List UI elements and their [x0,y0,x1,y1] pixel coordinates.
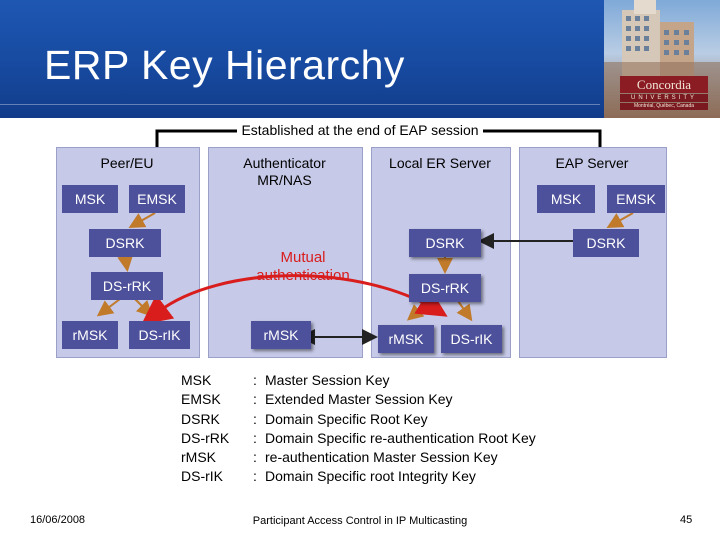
legend-row: EMSK : Extended Master Session Key [181,390,536,409]
legend-definition: re-authentication Master Session Key [265,449,498,466]
established-label: Established at the end of EAP session [0,122,720,138]
legend-row: MSK : Master Session Key [181,371,536,390]
legend-definition: Domain Specific Root Key [265,410,428,427]
peer-dsrk-key: DSRK [89,229,161,257]
logo-subtitle: UNIVERSITY [620,94,708,102]
legend-separator: : [253,449,257,466]
page-number: 45 [680,514,693,526]
legend-definition: Domain Specific root Integrity Key [265,468,476,485]
legend-separator: : [253,468,257,485]
university-logo: Concordia UNIVERSITY Montréal, Québec, C… [604,0,720,118]
local-dsrik-key: DS-rIK [441,325,502,353]
footer-date: 16/06/2008 [30,514,86,526]
local-dsrk-key: DSRK [409,229,481,257]
legend-row: DSRK : Domain Specific Root Key [181,410,536,429]
local-dsrrk-key: DS-rRK [409,274,481,302]
eap-msk-key: MSK [537,185,595,213]
header-divider [0,104,600,105]
legend-abbr: rMSK [181,449,216,466]
peer-dsrrk-key: DS-rRK [91,272,163,300]
legend-definition: Domain Specific re-authentication Root K… [265,429,536,446]
legend-definition: Extended Master Session Key [265,391,453,408]
legend-separator: : [253,410,257,427]
abbreviation-legend: MSK : Master Session Key EMSK : Extended… [181,371,536,487]
footer-title: Participant Access Control in IP Multica… [252,515,468,527]
logo-city: Montréal, Québec, Canada [620,103,708,110]
legend-separator: : [253,372,257,388]
legend-row: DS-rRK : Domain Specific re-authenticati… [181,429,536,448]
legend-separator: : [253,391,257,408]
peer-dsrik-key: DS-rIK [129,321,190,349]
eap-server-title: EAP Server [555,155,629,171]
legend-abbr: MSK [181,372,212,388]
eap-dsrk-key: DSRK [573,229,639,257]
legend-abbr: DSRK [181,410,220,427]
legend-abbr: DS-rRK [181,429,230,446]
logo-wordmark: Concordia [620,76,708,93]
local-er-server-title: Local ER Server [389,155,491,171]
peer-rmsk-key: rMSK [62,321,118,349]
mutual-authentication-label: Mutual authentication [256,249,350,284]
peer-title: Peer/EU [100,155,154,171]
legend-row: DS-rIK : Domain Specific root Integrity … [181,467,536,486]
local-rmsk-key: rMSK [378,325,434,353]
eap-emsk-key: EMSK [607,185,665,213]
authenticator-rmsk-key: rMSK [251,321,311,349]
legend-abbr: DS-rIK [181,468,223,485]
legend-abbr: EMSK [181,391,221,408]
legend-row: rMSK : re-authentication Master Session … [181,448,536,467]
legend-separator: : [253,429,257,446]
peer-emsk-key: EMSK [129,185,185,213]
slide-title: ERP Key Hierarchy [44,42,405,88]
peer-msk-key: MSK [62,185,118,213]
title-bar: ERP Key Hierarchy [0,0,720,118]
legend-definition: Master Session Key [265,372,390,388]
authenticator-title: Authenticator MR/NAS [243,155,326,188]
